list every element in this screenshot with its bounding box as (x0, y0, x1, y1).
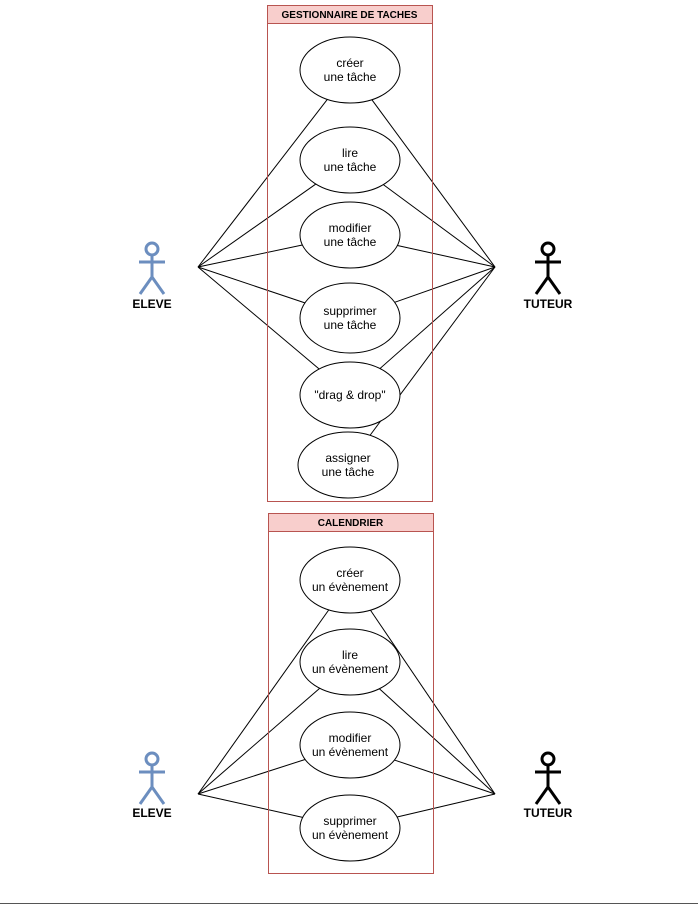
actor-label: TUTEUR (524, 806, 573, 820)
association-line (197, 183, 317, 268)
actor-leg-left (534, 786, 550, 805)
use-case-label: un évènement (312, 580, 389, 594)
association-line (397, 244, 496, 268)
system-header (267, 5, 433, 24)
actor-leg-right (150, 276, 166, 295)
use-case-label: une tâche (322, 465, 375, 479)
actor-eleve: ELEVE (132, 241, 172, 311)
use-case-label: supprimer (323, 304, 376, 318)
association-line (369, 609, 496, 795)
association-line (394, 266, 496, 303)
association-line (397, 793, 496, 818)
use-case: "drag & drop" (299, 361, 401, 429)
actor-label: TUTEUR (524, 297, 573, 311)
actor-leg-left (138, 276, 154, 295)
actor-tuteur: TUTEUR (524, 241, 573, 311)
use-case-ellipse (299, 201, 401, 269)
use-case-ellipse (299, 282, 401, 354)
use-case-label: modifier (329, 731, 372, 745)
association-line (371, 99, 496, 268)
use-case-ellipse (299, 711, 401, 779)
system-header (268, 513, 434, 532)
actor-label: ELEVE (132, 297, 171, 311)
association-line (197, 266, 320, 370)
actors: ELEVE TUTEUR ELEVE TUTEUR (132, 241, 573, 820)
actor-leg-right (546, 786, 562, 805)
actor-eleve: ELEVE (132, 751, 172, 820)
use-case-label: "drag & drop" (314, 388, 385, 402)
system-title: CALENDRIER (318, 518, 384, 529)
association-line (394, 759, 496, 795)
use-case-ellipse (299, 126, 401, 194)
use-case-label: une tâche (324, 318, 377, 332)
actor-head (144, 241, 160, 257)
actor-leg-left (138, 786, 154, 805)
association-line (197, 99, 328, 268)
association-line (379, 266, 496, 369)
system-title: GESTIONNAIRE DE TACHES (282, 10, 418, 21)
use-case-label: un évènement (312, 662, 389, 676)
use-case-label: assigner (325, 451, 370, 465)
association-line (383, 184, 496, 268)
use-case-label: lire (342, 146, 358, 160)
use-case-ellipse (299, 628, 401, 696)
actor-head (540, 751, 556, 767)
association-line (197, 793, 303, 818)
association-line (379, 688, 496, 795)
association-line (197, 266, 306, 304)
association-line (197, 687, 321, 795)
actor-leg-left (534, 276, 550, 295)
use-case-ellipse (299, 361, 401, 429)
use-case-label: un évènement (312, 828, 389, 842)
use-case-label: une tâche (324, 70, 377, 84)
use-case-label: créer (336, 56, 363, 70)
use-case-label: une tâche (324, 160, 377, 174)
actor-leg-right (546, 276, 562, 295)
actor-head (540, 241, 556, 257)
use-case-label: un évènement (312, 745, 389, 759)
actor-tuteur: TUTEUR (524, 751, 573, 820)
use-case-label: modifier (329, 221, 372, 235)
actor-leg-right (150, 786, 166, 805)
use-case-ellipse (299, 546, 401, 614)
use-case-ellipse (299, 794, 401, 862)
association-lines (197, 99, 496, 818)
use-case-ellipse (299, 36, 401, 104)
use-case-label: lire (342, 648, 358, 662)
actor-head (144, 751, 160, 767)
actor-label: ELEVE (132, 806, 171, 820)
use-case-label: créer (336, 566, 363, 580)
use-case-label: supprimer (323, 814, 376, 828)
use-case-ellipse (297, 431, 399, 499)
use-case-label: une tâche (324, 235, 377, 249)
association-line (197, 244, 303, 268)
association-line (197, 759, 306, 795)
association-line (197, 609, 330, 795)
